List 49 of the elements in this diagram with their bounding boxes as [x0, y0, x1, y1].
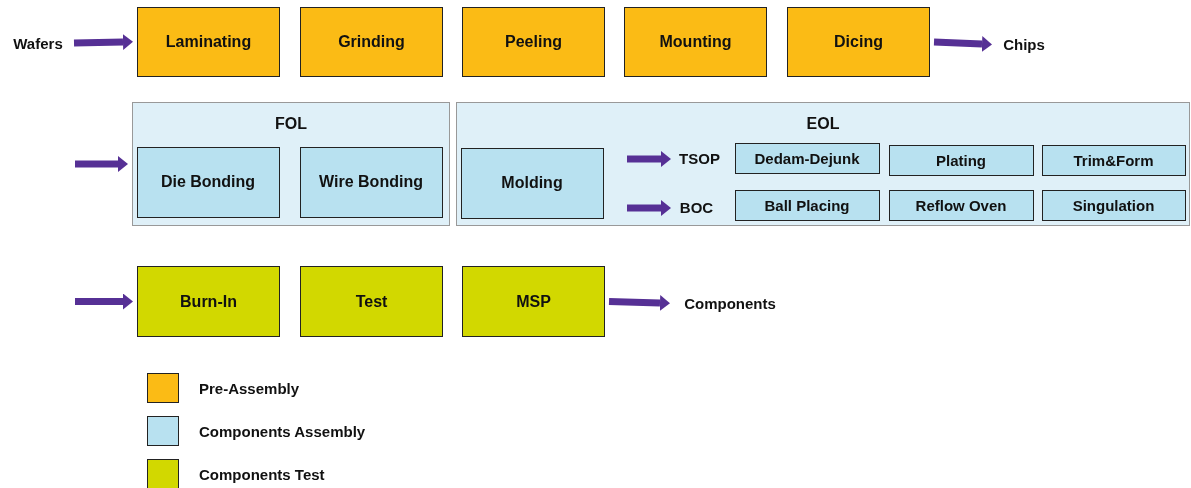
- process-box: [1041, 189, 1186, 221]
- process-box: [734, 189, 880, 221]
- process-box: [734, 142, 880, 174]
- process-box: [299, 146, 443, 218]
- node-label: Singulation: [1072, 196, 1155, 214]
- legend-label: Components Assembly: [199, 422, 366, 440]
- process-box: [136, 146, 280, 218]
- arrow: [933, 36, 992, 52]
- node-label: Dicing: [834, 33, 883, 51]
- flow-label: Chips: [1003, 35, 1045, 53]
- node-label: Wire Bonding: [319, 173, 423, 191]
- node-label: Peeling: [505, 33, 562, 51]
- node-label: Mounting: [659, 33, 732, 51]
- process-box: [1041, 144, 1186, 176]
- process-box: [460, 147, 604, 219]
- node-label: Reflow Oven: [915, 196, 1007, 214]
- node-label: Molding: [501, 174, 563, 192]
- node-label: Trim&Form: [1073, 151, 1154, 169]
- legend-label: Components Test: [199, 465, 325, 483]
- process-box: [787, 7, 930, 77]
- process-box: [137, 266, 280, 337]
- process-box: [300, 266, 443, 337]
- node-label: Die Bonding: [160, 173, 256, 191]
- node-label: EOL: [806, 115, 840, 133]
- node-label: MSP: [516, 292, 551, 311]
- node-label: Test: [355, 292, 388, 311]
- stage-panel: [456, 102, 1190, 226]
- process-box: [888, 189, 1034, 221]
- node-label: Dedam-Dejunk: [754, 149, 860, 167]
- node-label: FOL: [275, 115, 307, 133]
- stage-panel: [132, 102, 450, 226]
- node-label: Laminating: [165, 33, 252, 51]
- flow-label: Components: [684, 294, 776, 312]
- process-box: [888, 144, 1034, 176]
- process-box: [137, 7, 280, 77]
- node-label: Grinding: [338, 33, 405, 51]
- process-box: [300, 7, 443, 77]
- process-box: [462, 266, 605, 337]
- process-box: [462, 7, 605, 77]
- legend-label: Pre-Assembly: [199, 379, 300, 397]
- node-label: Plating: [936, 151, 986, 169]
- flow-label: BOC: [679, 199, 714, 216]
- node-label: Ball Placing: [764, 196, 850, 214]
- arrow: [73, 34, 133, 50]
- node-label: Burn-In: [180, 292, 237, 311]
- flow-label: TSOP: [679, 150, 720, 167]
- arrow: [608, 295, 670, 311]
- process-box: [624, 7, 767, 77]
- flow-label: Wafers: [13, 34, 63, 52]
